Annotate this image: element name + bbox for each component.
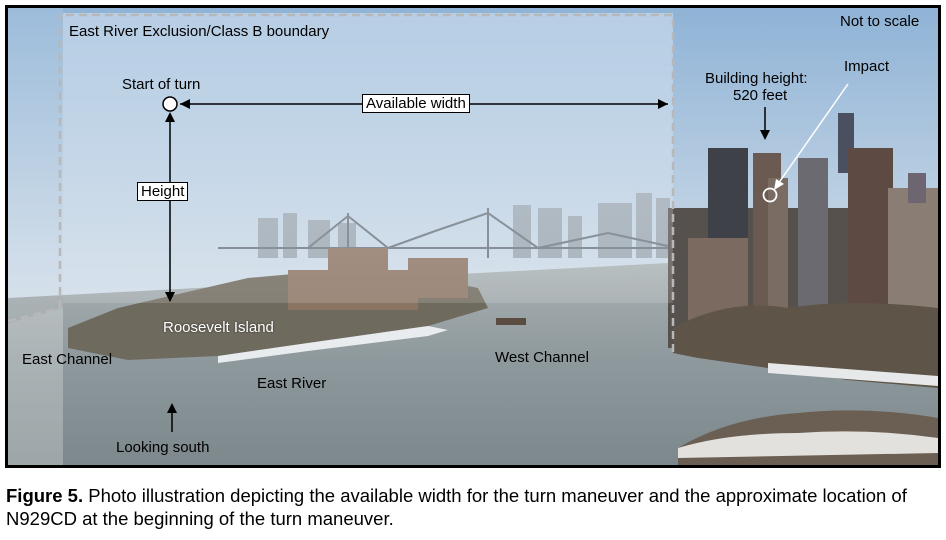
east-river-label: East River — [257, 375, 327, 392]
boundary-label: East River Exclusion/Class B boundary — [69, 23, 330, 40]
start-of-turn-marker — [162, 96, 178, 112]
caption-label: Figure 5. — [6, 485, 84, 506]
impact-label: Impact — [844, 58, 890, 75]
arrowhead-down — [165, 292, 175, 302]
tug-boat — [496, 318, 526, 325]
arrowhead-building — [760, 130, 770, 140]
snow-bank — [768, 363, 938, 386]
east-channel-label: East Channel — [22, 351, 113, 368]
faded-exclusion-area — [63, 13, 673, 303]
start-of-turn-label: Start of turn — [122, 76, 201, 93]
available-width-label: Available width — [362, 94, 470, 113]
island-shoreline — [218, 326, 448, 363]
arrowhead-right — [658, 99, 668, 109]
building-height-label: Building height: — [705, 70, 808, 87]
photo-illustration: East River Exclusion/Class B boundary No… — [8, 8, 938, 465]
west-channel-label: West Channel — [495, 349, 589, 366]
height-label: Height — [137, 182, 189, 201]
looking-south-label: Looking south — [116, 439, 210, 456]
river-scene — [8, 8, 938, 465]
riverside-park — [673, 303, 938, 388]
arrowhead-up — [165, 112, 175, 122]
roosevelt-island-label: Roosevelt Island — [163, 319, 274, 336]
left-bottom-fade — [8, 308, 63, 465]
caption-text: Photo illustration depicting the availab… — [6, 485, 907, 529]
impact-marker — [762, 187, 778, 203]
arrowhead-impact — [774, 179, 784, 190]
left-faded-edge — [8, 8, 63, 323]
figure-caption: Figure 5. Photo illustration depicting t… — [6, 484, 936, 530]
building-height-value: 520 feet — [733, 87, 788, 104]
arrowhead-south — [167, 403, 177, 413]
figure-frame: East River Exclusion/Class B boundary No… — [5, 5, 941, 468]
scale-note: Not to scale — [840, 13, 920, 30]
lower-bank-snow — [678, 431, 938, 458]
exclusion-boundary-left — [8, 306, 61, 323]
arrowhead-left — [180, 99, 190, 109]
impact-pointer — [777, 83, 849, 185]
exclusion-boundary-line — [58, 13, 675, 353]
